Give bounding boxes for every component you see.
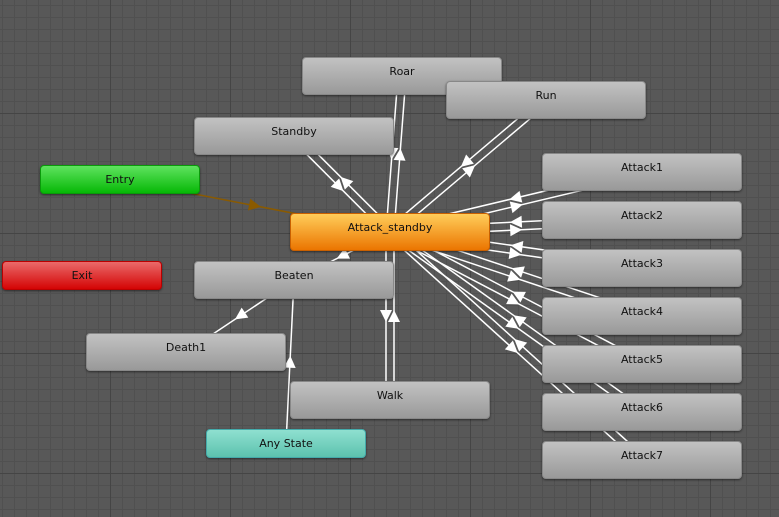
- transition-arrow-icon: [514, 339, 528, 352]
- transition-arrow-icon: [393, 148, 406, 161]
- transition-arrow-icon: [330, 178, 344, 192]
- state-standby[interactable]: Standby: [194, 117, 394, 155]
- state-any-state[interactable]: Any State: [206, 429, 366, 458]
- transition-arrow-icon: [504, 340, 518, 353]
- transition-arrow-icon: [509, 215, 523, 228]
- state-label: Attack7: [620, 448, 664, 462]
- state-death1[interactable]: Death1: [86, 333, 286, 371]
- state-exit[interactable]: Exit: [2, 261, 162, 290]
- transition-arrow-icon: [380, 310, 392, 322]
- state-attack5[interactable]: Attack5: [542, 345, 742, 383]
- state-label: Attack4: [620, 304, 664, 318]
- state-label: Attack3: [620, 256, 664, 270]
- state-label: Entry: [105, 173, 135, 186]
- state-label: Exit: [71, 269, 93, 282]
- state-label: Run: [535, 88, 557, 102]
- transition-arrow-icon: [283, 355, 296, 369]
- state-attack2[interactable]: Attack2: [542, 201, 742, 239]
- state-label: Attack6: [620, 400, 664, 414]
- state-attack1[interactable]: Attack1: [542, 153, 742, 191]
- state-walk[interactable]: Walk: [290, 381, 490, 419]
- transition-arrow-icon: [509, 201, 523, 214]
- transition-arrow-icon: [235, 307, 249, 320]
- state-label: Any State: [259, 437, 313, 450]
- state-label: Attack_standby: [347, 220, 433, 234]
- transition-arrow-icon: [507, 270, 521, 282]
- transition-attack_standby-to-attack6[interactable]: [387, 234, 641, 416]
- transition-arrow-icon: [512, 291, 526, 303]
- state-label: Attack1: [620, 160, 664, 174]
- state-attack3[interactable]: Attack3: [542, 249, 742, 287]
- transition-arrow-icon: [340, 176, 354, 190]
- transition-arrow-icon: [508, 247, 522, 260]
- transition-attack_standby-to-walk[interactable]: [380, 232, 392, 400]
- transition-arrow-icon: [460, 154, 474, 167]
- transition-arrow-icon: [506, 293, 520, 305]
- transition-arrow-icon: [509, 190, 523, 203]
- state-attack6[interactable]: Attack6: [542, 393, 742, 431]
- state-attack7[interactable]: Attack7: [542, 441, 742, 479]
- state-entry[interactable]: Entry: [40, 165, 200, 194]
- state-attack4[interactable]: Attack4: [542, 297, 742, 335]
- state-label: Standby: [271, 124, 317, 138]
- state-label: Walk: [376, 388, 404, 402]
- transition-attack_standby-to-roar[interactable]: [393, 76, 407, 233]
- state-roar[interactable]: Roar: [302, 57, 502, 95]
- state-label: Attack2: [620, 208, 664, 222]
- state-label: Roar: [389, 64, 415, 78]
- state-attack-standby-default[interactable]: Attack_standby: [290, 213, 490, 251]
- state-label: Death1: [165, 340, 207, 354]
- transition-walk-to-attack_standby[interactable]: [388, 232, 400, 400]
- transition-arrow-icon: [513, 315, 527, 328]
- transition-any_state-to-beaten[interactable]: [283, 279, 296, 444]
- transition-arrow-icon: [510, 240, 524, 253]
- transition-arrow-icon: [509, 224, 523, 237]
- state-label: Beaten: [274, 268, 314, 282]
- transition-arrow-icon: [247, 198, 261, 211]
- state-beaten[interactable]: Beaten: [194, 261, 394, 299]
- transition-arrow-icon: [505, 316, 519, 329]
- transition-arrow-icon: [388, 310, 400, 322]
- transition-arrow-icon: [462, 165, 476, 178]
- transition-arrow-icon: [511, 266, 525, 278]
- state-label: Attack5: [620, 352, 664, 366]
- transition-arrow-icon: [336, 247, 351, 259]
- state-run[interactable]: Run: [446, 81, 646, 119]
